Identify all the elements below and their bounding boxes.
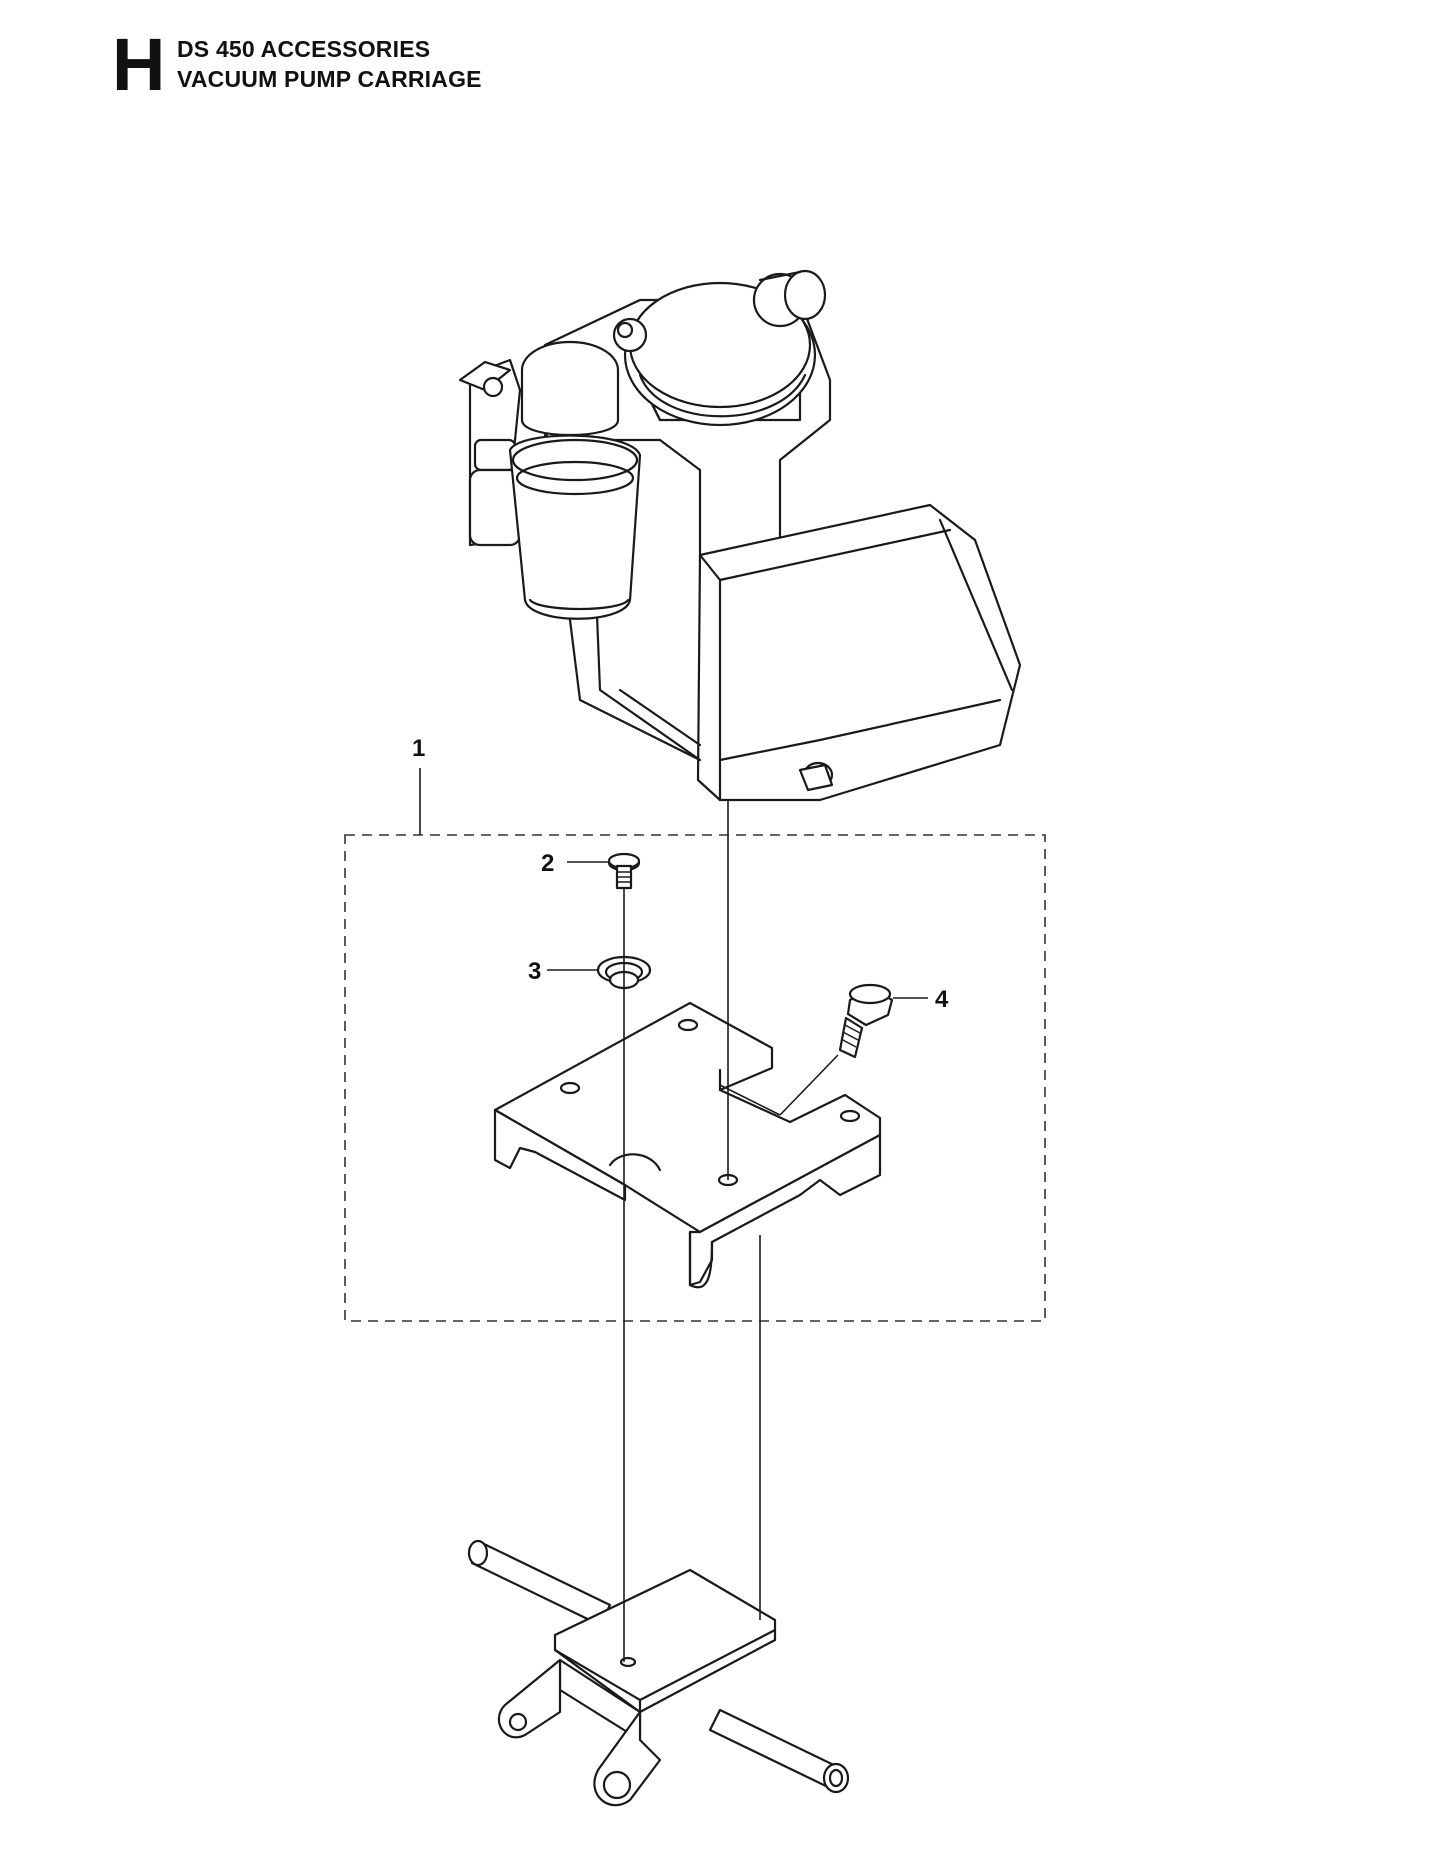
alignment-lines [419, 768, 928, 1662]
title-line-1: DS 450 ACCESSORIES [177, 36, 431, 62]
axle-carriage [467, 1539, 850, 1807]
carriage-plate [493, 1001, 882, 1289]
section-letter: H [112, 23, 166, 106]
callout-3: 3 [528, 958, 541, 985]
screw [607, 852, 641, 890]
page-title: DS 450 ACCESSORIES VACUUM PUMP CARRIAGE [177, 34, 482, 94]
callout-2: 2 [541, 850, 554, 877]
assembly-boundary [344, 834, 1046, 1322]
callout-1: 1 [412, 735, 425, 762]
bolt [838, 983, 894, 1059]
vacuum-pump [458, 269, 1022, 802]
callout-4: 4 [935, 986, 949, 1013]
title-line-2: VACUUM PUMP CARRIAGE [177, 66, 482, 92]
